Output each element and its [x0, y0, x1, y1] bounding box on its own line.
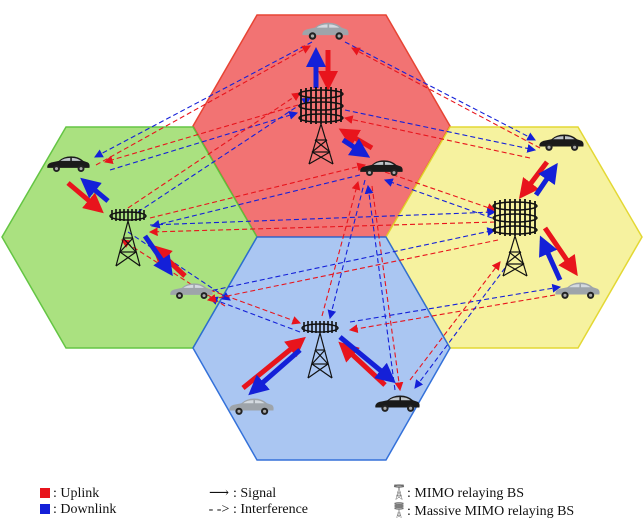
legend-signal: ⟶: Signal [205, 486, 276, 502]
cellular-network-diagram [1, 14, 643, 461]
interference-links [94, 41, 562, 392]
legend-mimo-bs-label: : MIMO relaying BS [407, 486, 525, 501]
legend-massive-bs: : Massive MIMO relaying BS [393, 502, 574, 520]
legend-uplink: : Uplink [40, 486, 99, 502]
legend-interference: - ->: Interference [205, 502, 308, 518]
legend-mimo-bs: : MIMO relaying BS [393, 484, 524, 502]
legend-massive-bs-label: : Massive MIMO relaying BS [407, 504, 575, 519]
solid-arrow-icon: ⟶ [208, 486, 230, 501]
uplink-swatch [40, 488, 50, 498]
legend-signal-label: : Signal [233, 486, 277, 501]
massive-mimo-tower-icon [393, 502, 405, 518]
legend-downlink: : Downlink [40, 502, 116, 518]
legend-uplink-label: : Uplink [53, 486, 100, 501]
downlink-swatch [40, 504, 50, 514]
signal-links [66, 47, 578, 396]
legend-downlink-label: : Downlink [53, 502, 117, 517]
antenna-tower-icon [393, 484, 405, 500]
dashed-arrow-icon: - -> [208, 502, 230, 517]
legend-interference-label: : Interference [233, 502, 308, 517]
